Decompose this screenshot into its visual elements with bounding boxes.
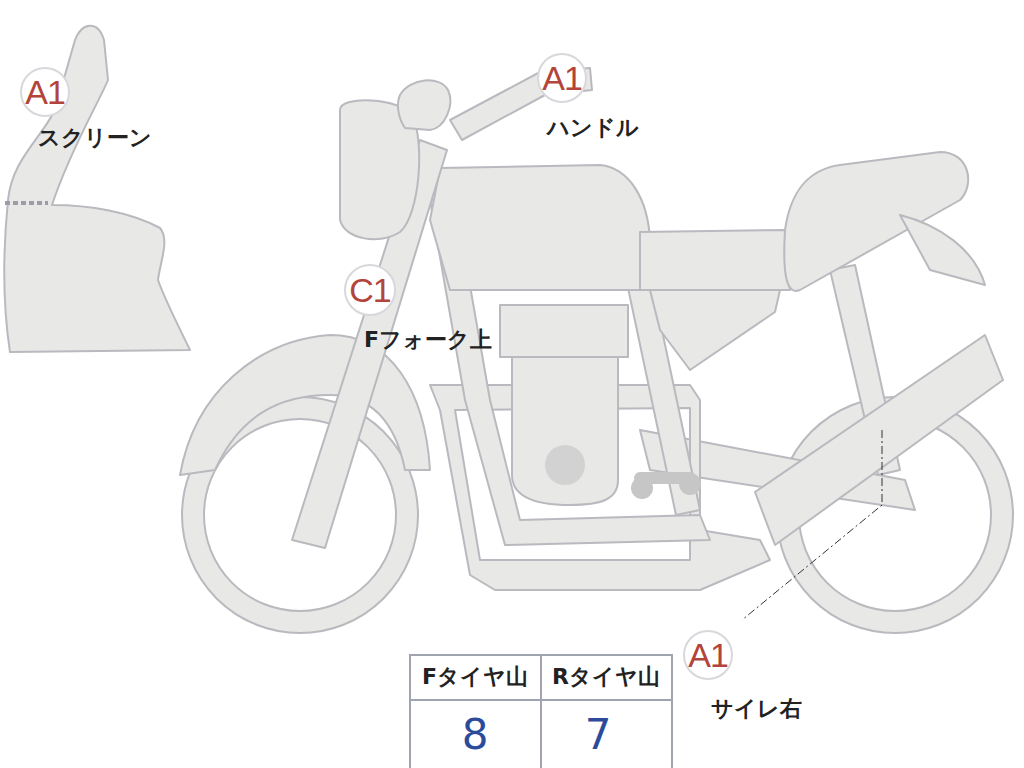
callout-code: A1: [688, 638, 728, 672]
fuel-tank: [430, 165, 650, 290]
callout: A1スクリーン: [20, 67, 70, 117]
meter: [398, 80, 450, 130]
engine-block: [512, 357, 618, 505]
screen-part: [4, 26, 190, 352]
callout: A1サイレ右: [683, 630, 733, 680]
callout-circle: A1: [537, 53, 587, 103]
leader-line: [742, 430, 882, 620]
part-name: サイレ右: [711, 697, 802, 721]
engine-head: [500, 305, 628, 357]
callout-circle: A1: [20, 67, 70, 117]
table-header: Fタイヤ山: [422, 666, 528, 688]
callout: A1ハンドル: [537, 53, 587, 103]
callout-circle: C1: [344, 264, 396, 316]
tail: [900, 215, 985, 285]
seat-front: [640, 230, 790, 290]
side-cover: [650, 290, 780, 370]
table-value: 8: [462, 714, 489, 756]
engine-cover: [545, 445, 585, 485]
callout: C1Fフォーク上: [344, 264, 396, 316]
callout-code: A1: [25, 75, 65, 109]
table-header: Rタイヤ山: [552, 666, 660, 688]
part-name: Fフォーク上: [364, 328, 492, 352]
part-name: ハンドル: [547, 116, 639, 140]
part-name: スクリーン: [38, 126, 152, 150]
callout-code: C1: [349, 273, 390, 307]
callout-circle: A1: [683, 630, 733, 680]
tread-table: [410, 655, 672, 768]
muffler: [755, 335, 1003, 545]
table-value: 7: [585, 714, 612, 756]
front-fender: [180, 335, 430, 475]
screen-cut-line: [5, 201, 48, 205]
callout-code: A1: [542, 61, 582, 95]
